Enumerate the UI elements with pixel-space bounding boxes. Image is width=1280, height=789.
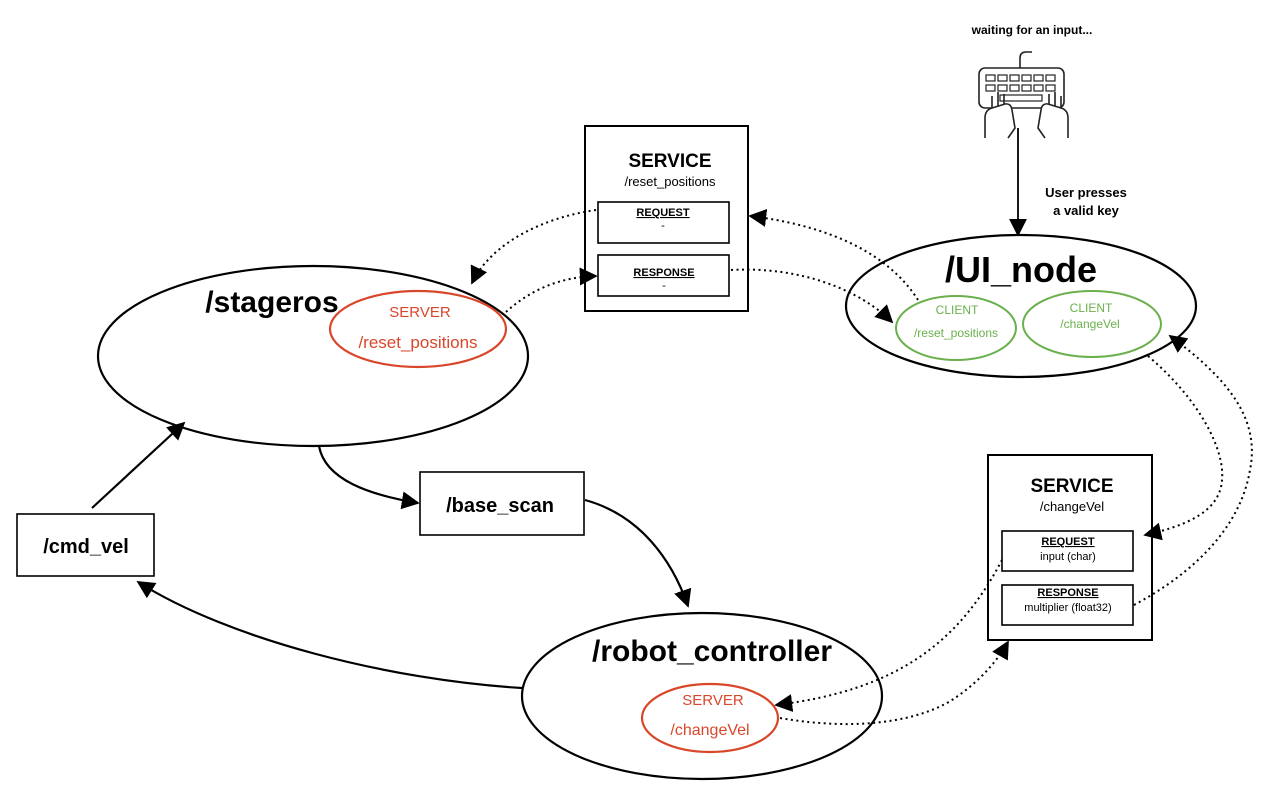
keyboard-icon: [978, 51, 1069, 139]
rc-server-name: /changeVel: [670, 722, 749, 739]
changevel-response-label: RESPONSE: [1037, 587, 1098, 599]
rc-server-role: SERVER: [682, 692, 744, 709]
reset-response-label: RESPONSE: [633, 267, 694, 279]
changevel-service-title: SERVICE: [1030, 476, 1113, 497]
changevel-response-value: multiplier (float32): [1024, 602, 1111, 614]
reset-positions-service: SERVICE /reset_positions REQUEST - RESPO…: [584, 125, 749, 312]
basescan-to-controller-arrow: [584, 498, 692, 608]
cmd-vel-label: /cmd_vel: [43, 536, 129, 558]
waiting-status-text: waiting for an input...: [971, 23, 1093, 37]
reset-response-value: -: [662, 280, 666, 292]
controller-to-cmdvel-arrow: [136, 581, 523, 690]
stageros-node: /stageros SERVER /reset_positions: [96, 264, 530, 448]
ui-client-changevel-role: CLIENT: [1070, 301, 1113, 315]
robot-controller-node: /robot_controller SERVER /changeVel: [520, 611, 884, 781]
changevel-request-to-controller-arrow: [774, 559, 1003, 712]
ui-client-changevel-name: /changeVel: [1060, 317, 1119, 331]
stageros-title: /stageros: [205, 286, 338, 319]
stageros-to-basescan-arrow: [317, 445, 420, 510]
ui-node: /UI_node CLIENT /reset_positions CLIENT …: [844, 233, 1198, 379]
cmdvel-to-stageros-arrow: [91, 421, 186, 509]
service-arrows: [470, 208, 1253, 726]
reset-request-to-stageros-arrow: [470, 209, 597, 285]
topic-arrows: [91, 421, 692, 690]
keyboard-input: waiting for an input... User presses a v…: [971, 23, 1127, 237]
stageros-to-reset-response-arrow: [505, 267, 598, 313]
reset-request-label: REQUEST: [636, 207, 689, 219]
changevel-request-label: REQUEST: [1041, 536, 1094, 548]
ui-client-reset-role: CLIENT: [936, 303, 979, 317]
ui-client-reset-name: /reset_positions: [914, 326, 998, 340]
reset-response-box: [597, 254, 730, 297]
reset-request-value: -: [661, 220, 665, 232]
keypress-label-line1: User presses: [1045, 185, 1127, 200]
ui-node-title: /UI_node: [945, 249, 1097, 290]
stageros-server-name: /reset_positions: [358, 333, 477, 352]
robot-controller-title: /robot_controller: [592, 635, 832, 668]
changevel-service: SERVICE /changeVel REQUEST input (char) …: [987, 454, 1153, 641]
keypress-label-line2: a valid key: [1053, 203, 1120, 218]
base-scan-label: /base_scan: [446, 495, 554, 517]
ui-client-reset-badge: [895, 295, 1017, 361]
cmd-vel-topic: /cmd_vel: [16, 513, 155, 577]
changevel-request-box: [1001, 530, 1134, 572]
reset-request-box: [597, 201, 730, 244]
reset-service-title: SERVICE: [628, 151, 711, 172]
rc-server-badge: [640, 682, 780, 754]
client-to-changevel-request-arrow: [1143, 355, 1224, 541]
base-scan-topic: /base_scan: [419, 471, 585, 536]
changevel-request-value: input (char): [1040, 551, 1096, 563]
reset-service-name: /reset_positions: [624, 174, 716, 189]
stageros-server-badge: [328, 289, 508, 369]
changevel-response-box: [1001, 584, 1134, 626]
stageros-server-role: SERVER: [389, 304, 451, 321]
changevel-service-name: /changeVel: [1040, 499, 1104, 514]
ui-client-changevel-badge: [1022, 290, 1162, 358]
